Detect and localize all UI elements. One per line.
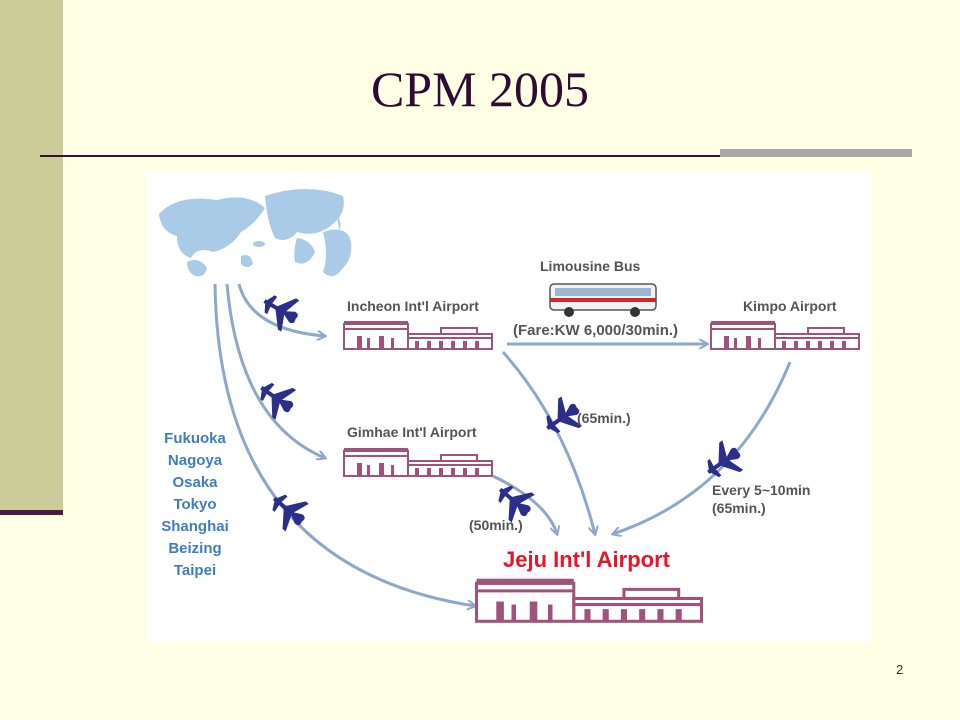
limousine-bus-title: Limousine Bus [540, 258, 641, 274]
limousine-fare: (Fare:KW 6,000/30min.) [513, 322, 679, 339]
arrow-world-gimhae [225, 283, 325, 458]
origin-cities-list: Fukuoka Nagoya Osaka Tokyo Shanghai Beiz… [155, 428, 235, 582]
origin-city: Tokyo [173, 496, 217, 513]
incheon-terminal-icon [343, 320, 493, 350]
kimpo-terminal-icon [710, 320, 860, 350]
title-divider [40, 155, 912, 157]
incheon-airport-label: Incheon Int'l Airport [347, 298, 479, 314]
gimhae-terminal-icon [343, 447, 493, 477]
kimpo-airport-label: Kimpo Airport [743, 298, 837, 314]
origin-city: Nagoya [167, 452, 223, 469]
world-map [159, 189, 352, 277]
arrow-gimhae-jeju [492, 474, 557, 534]
incheon-jeju-duration: (65min.) [577, 410, 631, 426]
slide-side-bar [0, 0, 63, 510]
arrow-kimpo-jeju [613, 361, 792, 534]
gimhae-jeju-duration: (50min.) [469, 517, 523, 533]
gimhae-airport-label: Gimhae Int'l Airport [347, 424, 477, 440]
slide-side-bar-foot [0, 510, 63, 515]
arrow-world-incheon [237, 283, 325, 336]
jeju-airport-label: Jeju Int'l Airport [503, 547, 670, 572]
origin-city: Taipei [173, 562, 217, 579]
origin-city: Beizing [168, 540, 222, 557]
jeju-terminal-icon [475, 577, 703, 623]
airport-route-diagram: Incheon Int'l Airport Kimpo Airport Gimh… [147, 172, 871, 642]
origin-city: Shanghai [161, 518, 229, 535]
kimpo-frequency: Every 5~10min [712, 482, 811, 498]
origin-city: Osaka [172, 474, 218, 491]
title-divider-accent [720, 149, 912, 157]
plane-icon-1 [255, 285, 306, 335]
page-number: 2 [896, 662, 904, 677]
slide-title: CPM 2005 [370, 61, 590, 117]
kimpo-jeju-duration: (65min.) [712, 500, 766, 516]
arrow-incheon-jeju [501, 351, 595, 534]
limousine-bus-icon [549, 283, 657, 317]
diagram-graphics [159, 189, 860, 623]
origin-city: Fukuoka [164, 430, 226, 447]
